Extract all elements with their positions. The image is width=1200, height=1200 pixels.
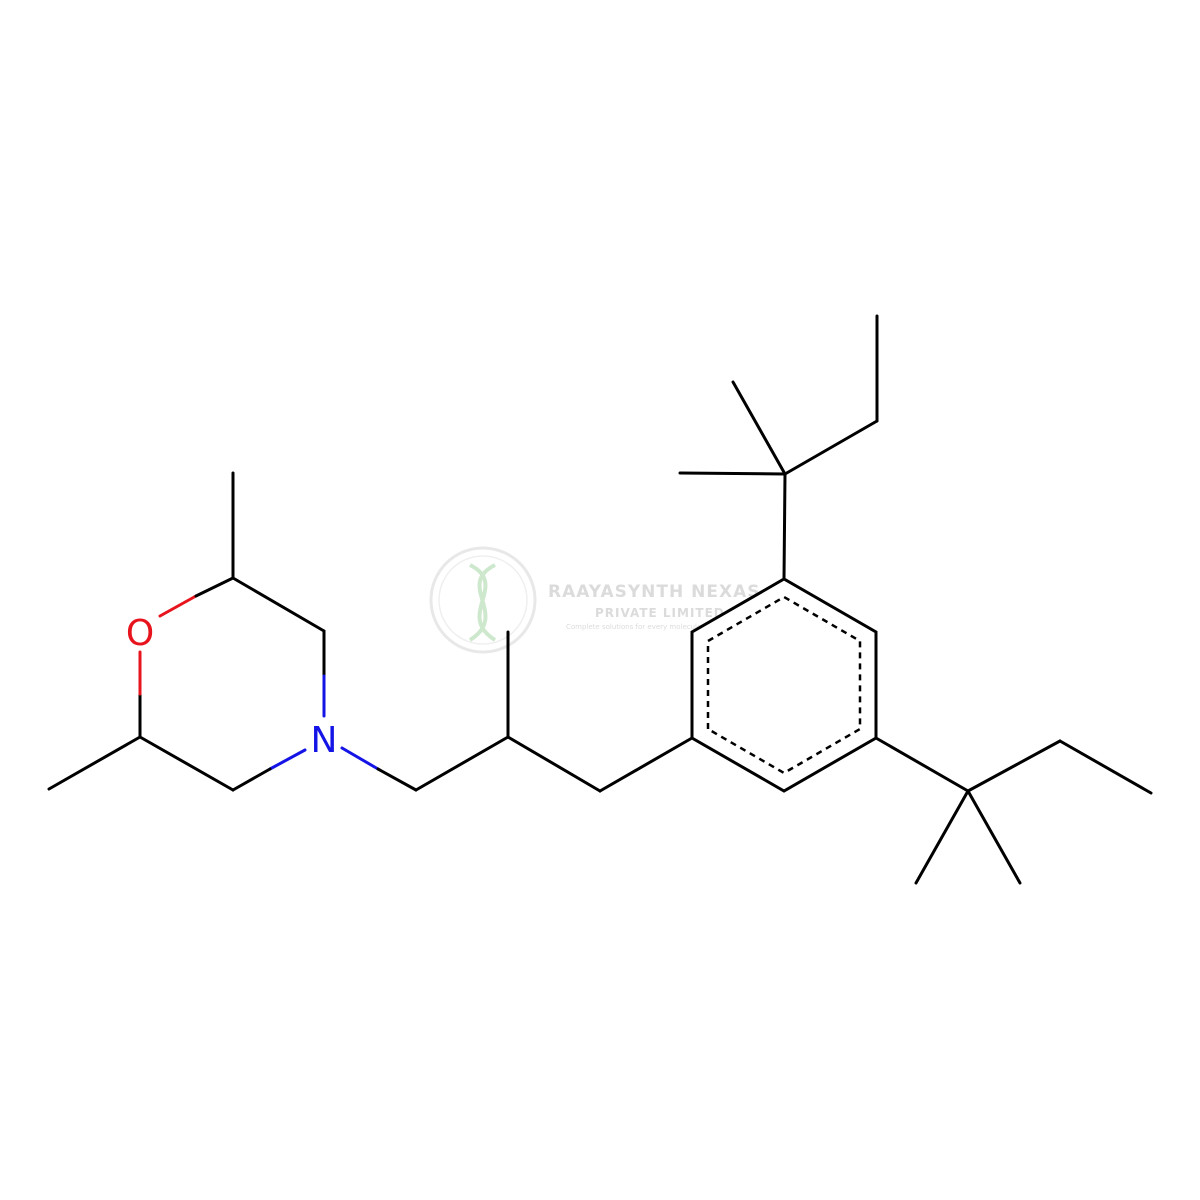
bond-ring-cq2: [874, 736, 970, 793]
bond-ch2b-ring: [598, 736, 694, 793]
bond-cq1-me2: [678, 471, 787, 476]
bond-cq1-me1: [731, 380, 787, 476]
bond-ring-cq1: [782, 472, 787, 581]
watermark-logo-inner: [438, 555, 528, 645]
bond-c2-c3: [231, 576, 326, 633]
benzene-ring: [690, 577, 878, 793]
bond-c5-c6: [138, 735, 235, 792]
bond-n-c5-b: [231, 767, 272, 792]
morpholine-ring: [47, 471, 326, 792]
bond-ch-ch2b: [506, 735, 602, 793]
bond-c6-methyl: [47, 735, 142, 791]
bond-o-c2-b: [194, 576, 235, 598]
watermark-dna-icon: [468, 563, 497, 642]
bond-n-c5: [268, 748, 307, 771]
benzene-aromatic-circle: [706, 595, 862, 775]
bond-n-ch2-b: [376, 767, 418, 792]
bond-cq1-ch2: [783, 419, 879, 476]
bond-cq2-me2: [966, 789, 1022, 885]
nitrogen-atom-label: N: [311, 720, 338, 761]
bond-cq2-ch2: [966, 739, 1062, 793]
watermark-tagline: Complete solutions for every molecule: [566, 623, 701, 631]
bond-cq2-me1: [914, 789, 970, 885]
benzene-outer-ring: [690, 577, 878, 793]
watermark: RAAYASYNTH NEXAS PRIVATE LIMITED Complet…: [429, 546, 761, 654]
oxygen-atom-label: O: [126, 613, 154, 654]
tert-amyl-lower: [874, 736, 1153, 885]
watermark-subtitle: PRIVATE LIMITED: [595, 606, 725, 620]
bond-n-ch2: [340, 746, 380, 771]
watermark-logo-ring: [429, 546, 537, 654]
bond-ch2-ch3-lower: [1058, 739, 1153, 795]
bond-o-c2: [158, 594, 198, 618]
bond-ch2-ch: [414, 735, 510, 792]
tert-amyl-upper: [678, 314, 879, 581]
propyl-linker: [340, 630, 694, 793]
watermark-company-name: RAAYASYNTH NEXAS: [548, 582, 761, 602]
